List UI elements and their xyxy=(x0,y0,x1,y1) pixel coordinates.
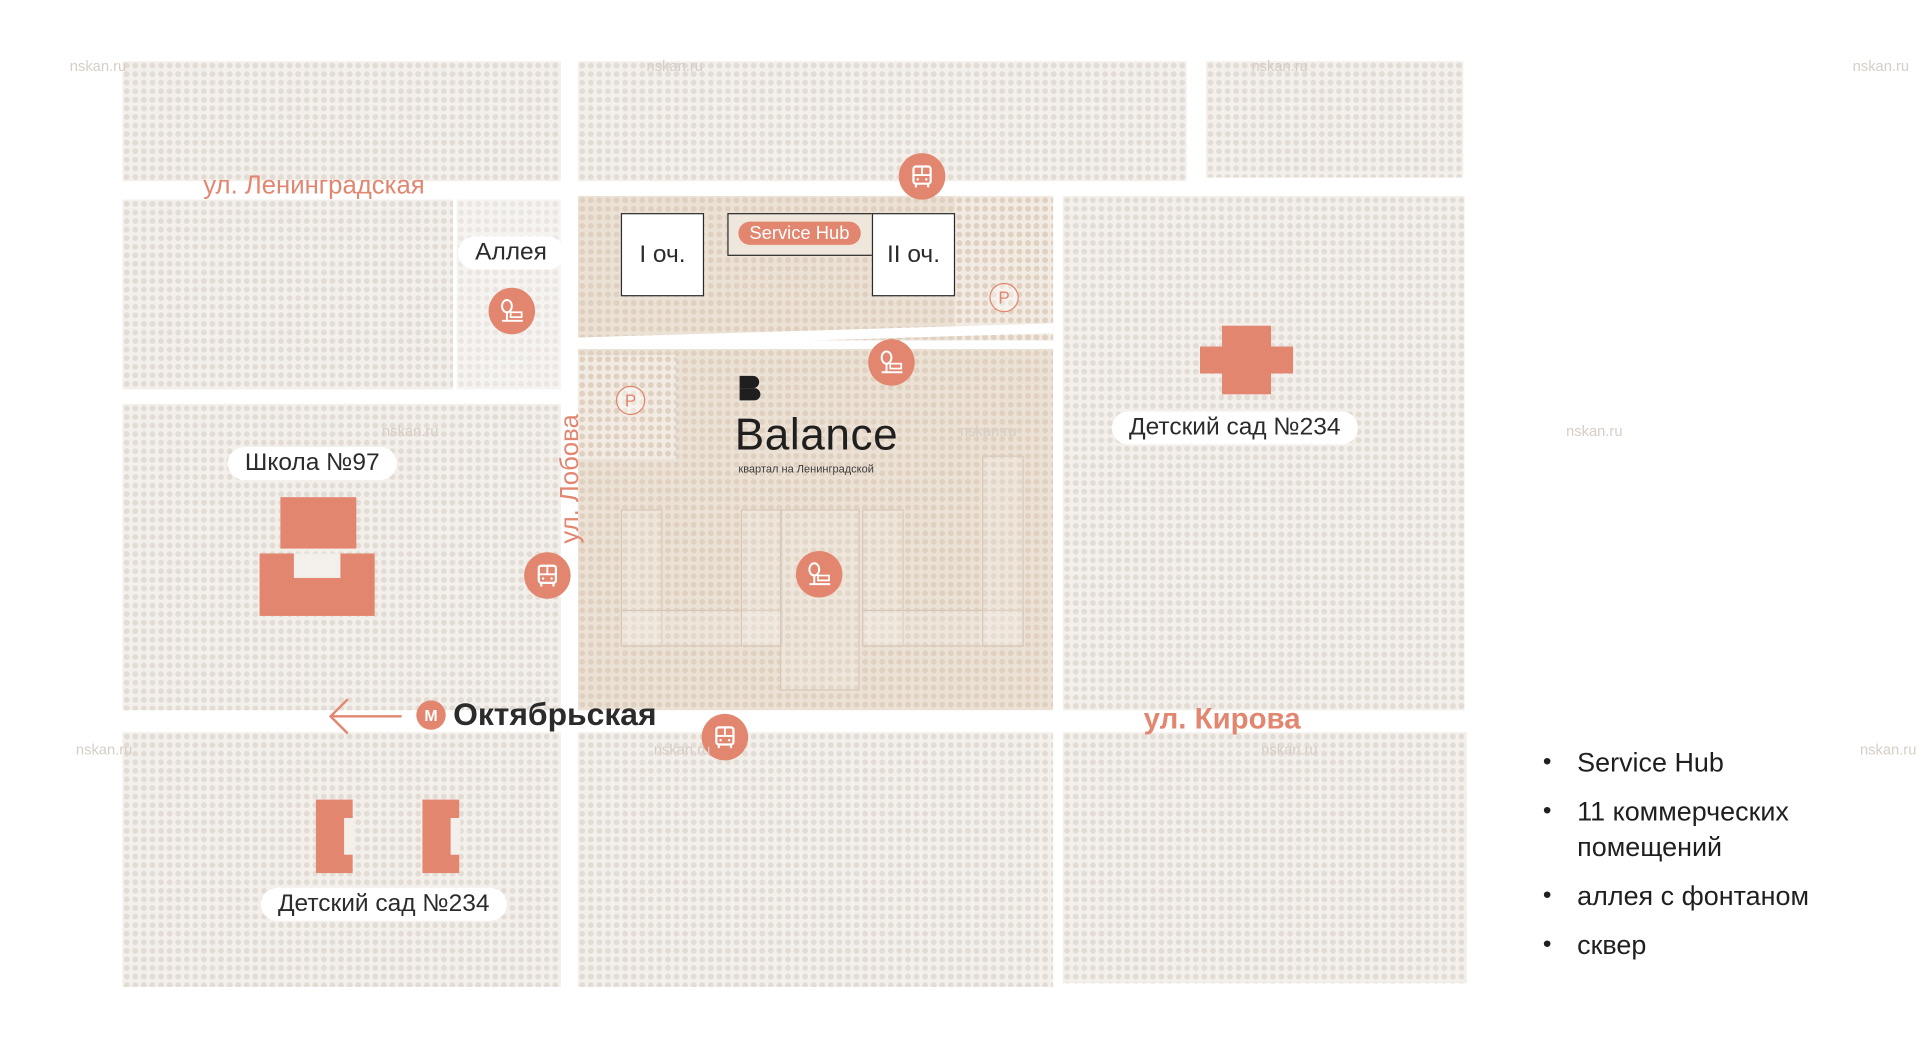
city-block xyxy=(1062,195,1465,711)
bus-icon[interactable] xyxy=(898,153,946,200)
watermark: nskan.ru xyxy=(1251,57,1308,75)
city-block xyxy=(122,61,561,182)
phase-1-label: I оч. xyxy=(639,240,686,268)
kindergarten-notch xyxy=(344,817,354,855)
city-block xyxy=(577,732,1054,987)
watermark: nskan.ru xyxy=(1852,57,1910,75)
phase-2-label: II оч. xyxy=(886,240,941,268)
watermark: nskan.ru xyxy=(75,740,133,758)
residential-building xyxy=(740,509,783,647)
school-label: Школа №97 xyxy=(227,446,397,481)
park-bench-icon[interactable] xyxy=(868,339,915,386)
residential-building xyxy=(982,455,1024,647)
phase-1-building[interactable]: I оч. xyxy=(620,213,705,297)
parking-icon[interactable]: P xyxy=(615,385,646,416)
phase-2-building[interactable]: II оч. xyxy=(871,213,956,297)
city-block xyxy=(1206,61,1464,178)
street-kirova: ул. Кирова xyxy=(1143,702,1301,736)
kindergarten-south-label: Детский сад №234 xyxy=(260,887,507,921)
legend-item: сквер xyxy=(1543,927,1910,963)
brand-subtitle: квартал на Ленинградской xyxy=(738,462,874,476)
parking-area xyxy=(577,355,676,460)
city-block xyxy=(577,61,1187,182)
city-block xyxy=(1062,732,1467,984)
school-courtyard xyxy=(293,553,341,578)
bus-icon[interactable] xyxy=(701,713,749,761)
watermark: nskan.ru xyxy=(382,422,439,440)
metro-station-name[interactable]: Октябрьская xyxy=(453,695,657,733)
metro-icon: М xyxy=(416,700,446,730)
kindergarten-east-label: Детский сад №234 xyxy=(1111,411,1358,445)
inner-lane xyxy=(955,195,1054,341)
alley-label: Аллея xyxy=(457,236,565,270)
residential-building xyxy=(620,609,783,647)
residential-building xyxy=(862,609,1024,647)
watermark: nskan.ru xyxy=(653,740,711,758)
legend-item: 11 коммерческих помещений xyxy=(1543,793,1910,864)
arrow-left-icon xyxy=(328,698,402,735)
watermark: nskan.ru xyxy=(1566,422,1623,440)
courtyard-strip xyxy=(780,509,860,691)
watermark: nskan.ru xyxy=(646,57,703,75)
watermark: nskan.ru xyxy=(960,422,1017,440)
legend-item: Service Hub xyxy=(1543,744,1910,780)
street-leningradskaya: ул. Ленинградская xyxy=(203,171,425,200)
park-bench-icon[interactable] xyxy=(488,287,536,335)
parking-icon[interactable]: P xyxy=(989,282,1019,313)
city-block xyxy=(122,199,454,390)
kindergarten-notch xyxy=(450,817,461,855)
watermark: nskan.ru xyxy=(1261,740,1318,758)
service-hub-label[interactable]: Service Hub xyxy=(738,221,861,245)
school-building xyxy=(280,497,357,549)
brand-name: Balance xyxy=(734,408,899,460)
kindergarten-building xyxy=(1200,346,1294,374)
brand-logo-icon xyxy=(739,375,761,401)
residential-building xyxy=(862,509,904,647)
bus-icon[interactable] xyxy=(524,552,571,599)
street-lobova: ул. Лобова xyxy=(555,414,585,544)
residential-building xyxy=(620,509,663,647)
park-bench-icon[interactable] xyxy=(795,551,843,598)
legend-item: аллея с фонтаном xyxy=(1543,878,1910,914)
feature-legend: Service Hub 11 коммерческих помещений ал… xyxy=(1543,744,1910,975)
watermark: nskan.ru xyxy=(69,57,127,75)
